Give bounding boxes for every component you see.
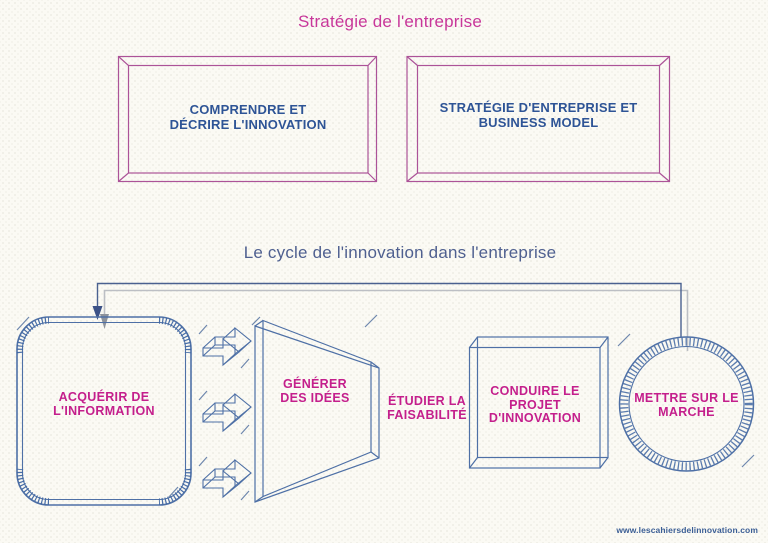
flow-arrow-icon (198, 324, 252, 369)
cycle-section-title: Le cycle de l'innovation dans l'entrepri… (243, 243, 557, 262)
rounded-rect-shape (16, 316, 192, 506)
strategy-box-1-line-1: COMPRENDRE ET (189, 102, 307, 117)
strategy-box-1-shape (117, 55, 378, 183)
watermark-url: www.lescahiersdelinnovation.com (616, 525, 758, 535)
square-shape (468, 336, 609, 469)
step-generer-idees-label: GÉNÉRER DES IDÉES (280, 377, 350, 405)
strategy-box-2-shape (406, 55, 671, 183)
funnel-shape (254, 319, 380, 503)
strategy-box-2-line-1: STRATÉGIE D'ENTREPRISE ET (439, 100, 638, 115)
strategy-box-1-line-2: DÉCRIRE L'INNOVATION (169, 116, 327, 132)
flow-arrow-icon (198, 456, 252, 501)
sketch-slash-marks (16, 314, 755, 499)
strategy-box-2-line-2: BUSINESS MODEL (478, 114, 599, 130)
feedback-loop-gray (100, 289, 689, 351)
feedback-arrowhead-dark (92, 306, 103, 320)
step-acquerir-information-label: ACQUÉRIR DE L'INFORMATION (53, 390, 155, 418)
strategy-box-1-label: COMPRENDRE ET DÉCRIRE L'INNOVATION (128, 102, 368, 132)
step-conduire-projet-label: CONDUIRE LE PROJET D'INNOVATION (488, 384, 582, 425)
step-mettre-marche-label: METTRE SUR LE MARCHE (634, 391, 739, 419)
feedback-loop-dark (92, 282, 682, 337)
step-etudier-faisabilite-label: ÉTUDIER LA FAISABILITÉ (387, 394, 467, 422)
circle-shape (618, 336, 755, 472)
strategy-section-title: Stratégie de l'entreprise (297, 12, 482, 31)
strategy-box-2-label: STRATÉGIE D'ENTREPRISE ET BUSINESS MODEL (417, 100, 660, 130)
flow-arrow-icon (198, 390, 252, 435)
